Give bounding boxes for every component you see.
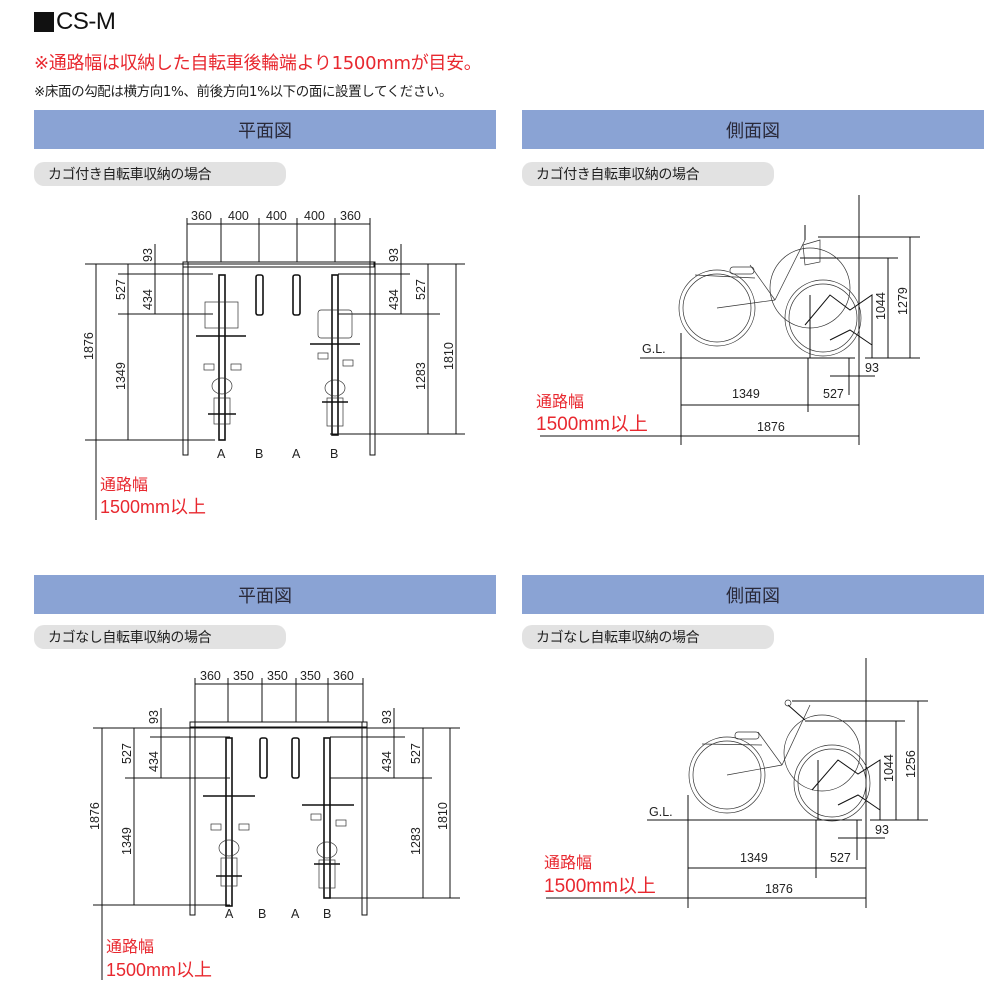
slot-label-a: A (291, 907, 300, 921)
svg-text:360: 360 (191, 209, 212, 223)
svg-text:1279: 1279 (896, 287, 910, 315)
svg-text:93: 93 (147, 710, 161, 724)
svg-text:93: 93 (875, 823, 889, 837)
side-view-subtitle-1: カゴ付き自転車収納の場合 (522, 162, 774, 186)
svg-text:434: 434 (147, 751, 161, 772)
top-dimension-chain: 360 350 350 350 360 (194, 669, 364, 722)
slot-label-b: B (255, 447, 263, 461)
bicycle-top-view-a (196, 274, 246, 441)
svg-text:360: 360 (333, 669, 354, 683)
svg-text:350: 350 (267, 669, 288, 683)
svg-text:93: 93 (387, 248, 401, 262)
svg-text:1283: 1283 (414, 362, 428, 390)
bicycle-top-view-b (302, 737, 354, 899)
rack-slot (292, 274, 301, 316)
svg-text:400: 400 (228, 209, 249, 223)
side-view-band-1: 側面図 (522, 110, 984, 149)
svg-text:1876: 1876 (757, 420, 785, 434)
svg-text:350: 350 (233, 669, 254, 683)
svg-text:434: 434 (380, 751, 394, 772)
slot-label-a: A (292, 447, 301, 461)
svg-text:527: 527 (409, 743, 423, 764)
svg-text:360: 360 (200, 669, 221, 683)
aisle-label: 通路幅 (536, 393, 584, 411)
bicycle-side-view (678, 225, 873, 358)
ground-level-label: G.L. (649, 805, 673, 819)
plan-view-band-1: 平面図 (34, 110, 496, 149)
svg-text:360: 360 (340, 209, 361, 223)
svg-text:400: 400 (266, 209, 287, 223)
aisle-width-value: 1500mm以上 (106, 960, 212, 980)
aisle-width-value: 1500mm以上 (100, 497, 206, 517)
svg-text:1876: 1876 (82, 332, 96, 360)
slot-label-b: B (330, 447, 338, 461)
aisle-width-value: 1500mm以上 (544, 875, 656, 897)
svg-text:1349: 1349 (732, 387, 760, 401)
svg-text:1810: 1810 (442, 342, 456, 370)
svg-text:1283: 1283 (409, 827, 423, 855)
rack-slot (291, 737, 300, 779)
plan-view-diagram-1: 360 400 400 400 360 1876 527 434 93 1349… (82, 209, 465, 520)
svg-text:93: 93 (865, 361, 879, 375)
rack-slot (259, 737, 268, 779)
plan-view-diagram-2: 360 350 350 350 360 1876 527 434 93 1349… (88, 669, 460, 980)
side-view-subtitle-2: カゴなし自転車収納の場合 (522, 625, 774, 649)
plan-view-subtitle-1: カゴ付き自転車収納の場合 (34, 162, 286, 186)
svg-text:93: 93 (380, 710, 394, 724)
bicycle-top-view-b (310, 274, 360, 436)
svg-text:1876: 1876 (765, 882, 793, 896)
rack-slot (255, 274, 264, 316)
slot-label-a: A (217, 447, 226, 461)
svg-text:527: 527 (830, 851, 851, 865)
aisle-width-value: 1500mm以上 (536, 413, 648, 435)
svg-text:400: 400 (304, 209, 325, 223)
svg-text:1349: 1349 (114, 362, 128, 390)
svg-text:93: 93 (141, 248, 155, 262)
svg-text:527: 527 (414, 279, 428, 300)
svg-text:527: 527 (823, 387, 844, 401)
slot-label-b: B (323, 907, 331, 921)
svg-text:434: 434 (387, 289, 401, 310)
slope-note: ※床面の勾配は横方向1%、前後方向1%以下の面に設置してください。 (34, 84, 453, 100)
model-title: CS-M (34, 8, 116, 36)
rack-frame (189, 721, 368, 916)
svg-text:350: 350 (300, 669, 321, 683)
black-square-icon (34, 12, 54, 32)
side-view-band-2: 側面図 (522, 575, 984, 614)
aisle-label: 通路幅 (100, 476, 148, 494)
side-view-diagram-1: G.L. 1044 1279 93 1349 527 1876 通路幅 1500… (536, 195, 920, 445)
plan-view-subtitle-2: カゴなし自転車収納の場合 (34, 625, 286, 649)
svg-text:1349: 1349 (120, 827, 134, 855)
plan-view-band-2: 平面図 (34, 575, 496, 614)
bicycle-side-view (688, 699, 881, 822)
ground-level-label: G.L. (642, 342, 666, 356)
aisle-width-note: ※通路幅は収納した自転車後輪端より1500mmが目安。 (34, 53, 482, 74)
svg-text:1349: 1349 (740, 851, 768, 865)
slot-label-a: A (225, 907, 234, 921)
svg-text:1810: 1810 (436, 802, 450, 830)
bicycle-top-view-a (203, 737, 255, 907)
model-name: CS-M (56, 8, 116, 35)
svg-text:1256: 1256 (904, 750, 918, 778)
svg-text:434: 434 (141, 289, 155, 310)
slot-label-b: B (258, 907, 266, 921)
svg-text:1044: 1044 (874, 292, 888, 320)
svg-text:1044: 1044 (882, 754, 896, 782)
svg-text:1876: 1876 (88, 802, 102, 830)
svg-text:527: 527 (114, 279, 128, 300)
aisle-label: 通路幅 (544, 854, 592, 872)
side-view-diagram-2: G.L. 1044 1256 93 1349 527 1876 通路幅 1500… (544, 658, 928, 908)
aisle-label: 通路幅 (106, 938, 154, 956)
rack-frame (182, 261, 376, 456)
svg-text:527: 527 (120, 743, 134, 764)
top-dimension-chain: 360 400 400 400 360 (186, 209, 371, 262)
